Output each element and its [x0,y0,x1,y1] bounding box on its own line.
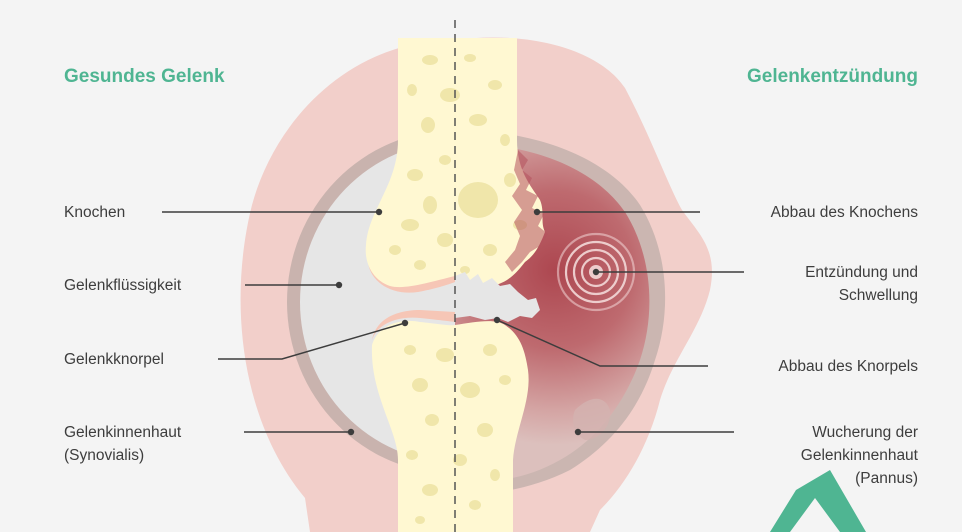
label-bone: Knochen [64,201,125,224]
label-pannus: Wucherung der Gelenkinnenhaut (Pannus) [801,421,918,490]
label-joint-fluid: Gelenkflüssigkeit [64,274,181,297]
title-inflamed-joint: Gelenkentzündung [747,66,918,88]
label-synovium-line1: Gelenkinnenhaut [64,421,181,444]
title-healthy-joint: Gesundes Gelenk [64,66,225,88]
label-cartilage: Gelenkknorpel [64,348,164,371]
label-pannus-line1: Wucherung der [801,421,918,444]
label-inflammation-line2: Schwellung [805,284,918,307]
label-inflammation-line1: Entzündung und [805,261,918,284]
label-pannus-line2: Gelenkinnenhaut [801,444,918,467]
label-bone-erosion: Abbau des Knochens [771,201,918,224]
corner-arrow-inner [798,512,830,532]
label-inflammation: Entzündung und Schwellung [805,261,918,307]
label-pannus-line3: (Pannus) [801,467,918,490]
label-synovium-line2: (Synovialis) [64,444,181,467]
label-synovium: Gelenkinnenhaut (Synovialis) [64,421,181,467]
label-cartilage-erosion: Abbau des Knorpels [778,355,918,378]
